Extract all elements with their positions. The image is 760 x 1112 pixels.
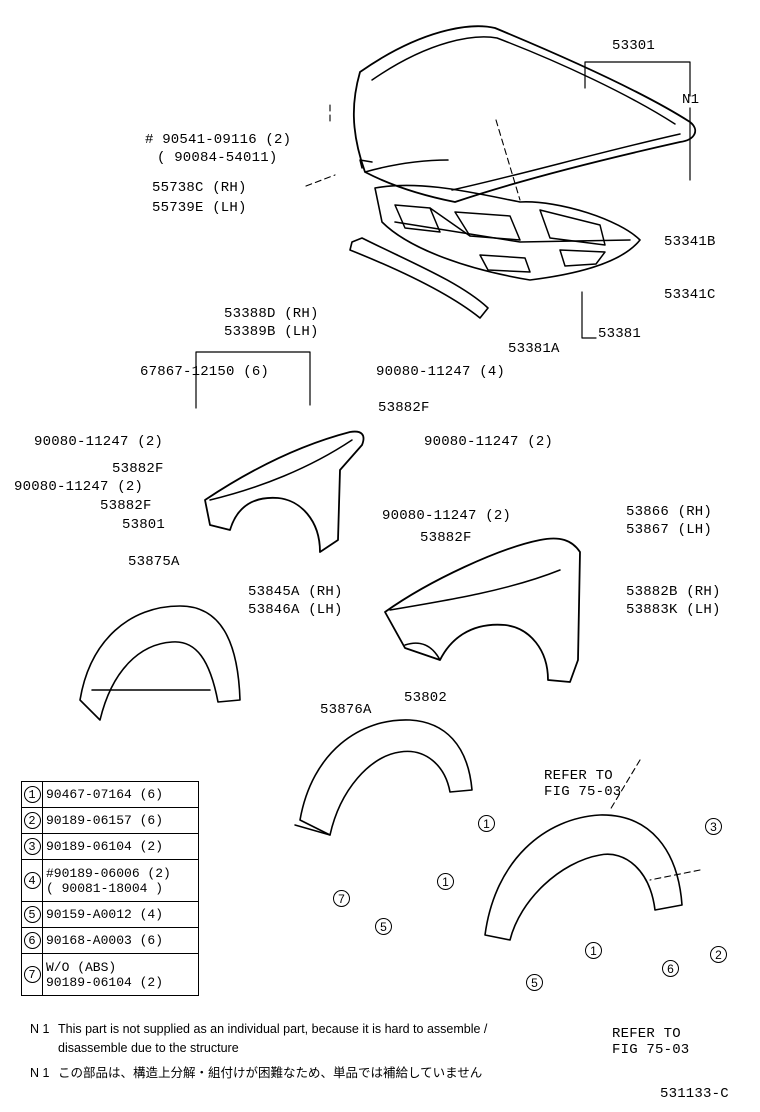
legend-num: 4 [23,872,41,889]
label-cover-lh: 53389B (LH) [224,324,319,340]
callout-3: 3 [705,818,722,835]
label-53875a: 53875A [128,554,180,570]
legend-num: 1 [23,786,41,803]
label-bracket-lh: 55739E (LH) [152,200,247,216]
label-brace-lh: 53846A (LH) [248,602,343,618]
label-53802: 53802 [404,690,448,706]
label-refer-bottom-1: REFER TO [612,1026,681,1042]
label-bracket2-lh: 53867 (LH) [626,522,713,538]
legend-num: 7 [23,966,41,983]
callout-6: 6 [662,960,679,977]
callout-7: 7 [333,890,350,907]
note-code: N 1 [30,1022,50,1036]
note-text-jp: この部品は、構造上分解・組付けが困難なため、単品では補給していません [58,1066,483,1080]
legend-text: 90189-06104 (2) [42,833,199,860]
label-bolt-left2: 90080-11247 (2) [14,479,144,495]
callout-1: 1 [478,815,495,832]
label-bolt-right: 90080-11247 (2) [424,434,554,450]
label-washer-left: 53882F [112,461,164,477]
callout-1: 1 [585,942,602,959]
legend-text2: 90189-06104 (2) [46,974,164,990]
fender-liner-rear [294,719,473,836]
label-brace-rh: 53845A (RH) [248,584,343,600]
label-53301: 53301 [612,38,656,54]
fender-lh [384,537,581,683]
label-washer-top: 53882F [378,400,430,416]
label-seal2-rh: 53882B (RH) [626,584,721,600]
note-text: This part is not supplied as an individu… [58,1022,488,1036]
callout-2: 2 [710,946,727,963]
label-washer-mid: 53882F [420,530,472,546]
label-clip-67867: 67867-12150 (6) [140,364,270,380]
note-code: N 1 [30,1066,50,1080]
legend-num: 2 [23,812,41,829]
label-53341c: 53341C [664,287,716,303]
legend-num: 6 [23,932,41,949]
legend-row: 7 W/O (ABS)90189-06104 (2) [21,953,199,996]
label-bolt-left: 90080-11247 (2) [34,434,164,450]
label-53381a: 53381A [508,341,560,357]
legend-text: 90467-07164 (6) [42,781,199,808]
label-refer-bottom-2: FIG 75-03 [612,1042,690,1058]
callout-1: 1 [437,873,454,890]
label-clip-a: # 90541-09116 (2) [145,132,292,148]
callout-5: 5 [526,974,543,991]
callout-5: 5 [375,918,392,935]
label-53876a: 53876A [320,702,372,718]
fender-liner-front [79,605,241,721]
label-53801: 53801 [122,517,166,533]
label-bracket2-rh: 53866 (RH) [626,504,713,520]
legend-num: 3 [23,838,41,855]
legend-text: W/O (ABS) [46,959,117,975]
legend-text: 90168-A0003 (6) [42,927,199,954]
figure-id: 531133-C [660,1086,729,1102]
note-n1-en-1: N 1 This part is not supplied as an indiv… [30,1021,487,1037]
label-bolt-mid: 90080-11247 (2) [382,508,512,524]
fender-rh [204,430,365,553]
label-bolt-top: 90080-11247 (4) [376,364,506,380]
fender-liner-bottom [484,814,683,941]
legend-text: #90189-06006 (2) [46,865,171,881]
hood-insulator [374,184,641,281]
label-clip-b: ( 90084-54011) [157,150,278,166]
dashed-lines [305,104,701,881]
hood-panel [352,25,697,203]
label-refer-top-1: REFER TO [544,768,613,784]
note-n1-jp: N 1 この部品は、構造上分解・組付けが困難なため、単品では補給していません [30,1065,482,1081]
legend-num: 5 [23,906,41,923]
label-refer-top-2: FIG 75-03 [544,784,622,800]
label-n1-ref: N1 [682,92,700,108]
label-washer-left2: 53882F [100,498,152,514]
label-seal2-lh: 53883K (LH) [626,602,721,618]
legend-row: 4 #90189-06006 (2)( 90081-18004 ) [21,859,199,902]
legend-text2: ( 90081-18004 ) [46,880,164,896]
note-n1-en-2: disassemble due to the structure [58,1041,239,1055]
label-53381: 53381 [598,326,642,342]
leader-lines [195,61,691,409]
label-bracket-rh: 55738C (RH) [152,180,247,196]
legend-text: 90189-06157 (6) [42,807,199,834]
legend-text: 90159-A0012 (4) [42,901,199,928]
label-53341b: 53341B [664,234,716,250]
label-cover-rh: 53388D (RH) [224,306,319,322]
hood-seal [349,237,489,319]
